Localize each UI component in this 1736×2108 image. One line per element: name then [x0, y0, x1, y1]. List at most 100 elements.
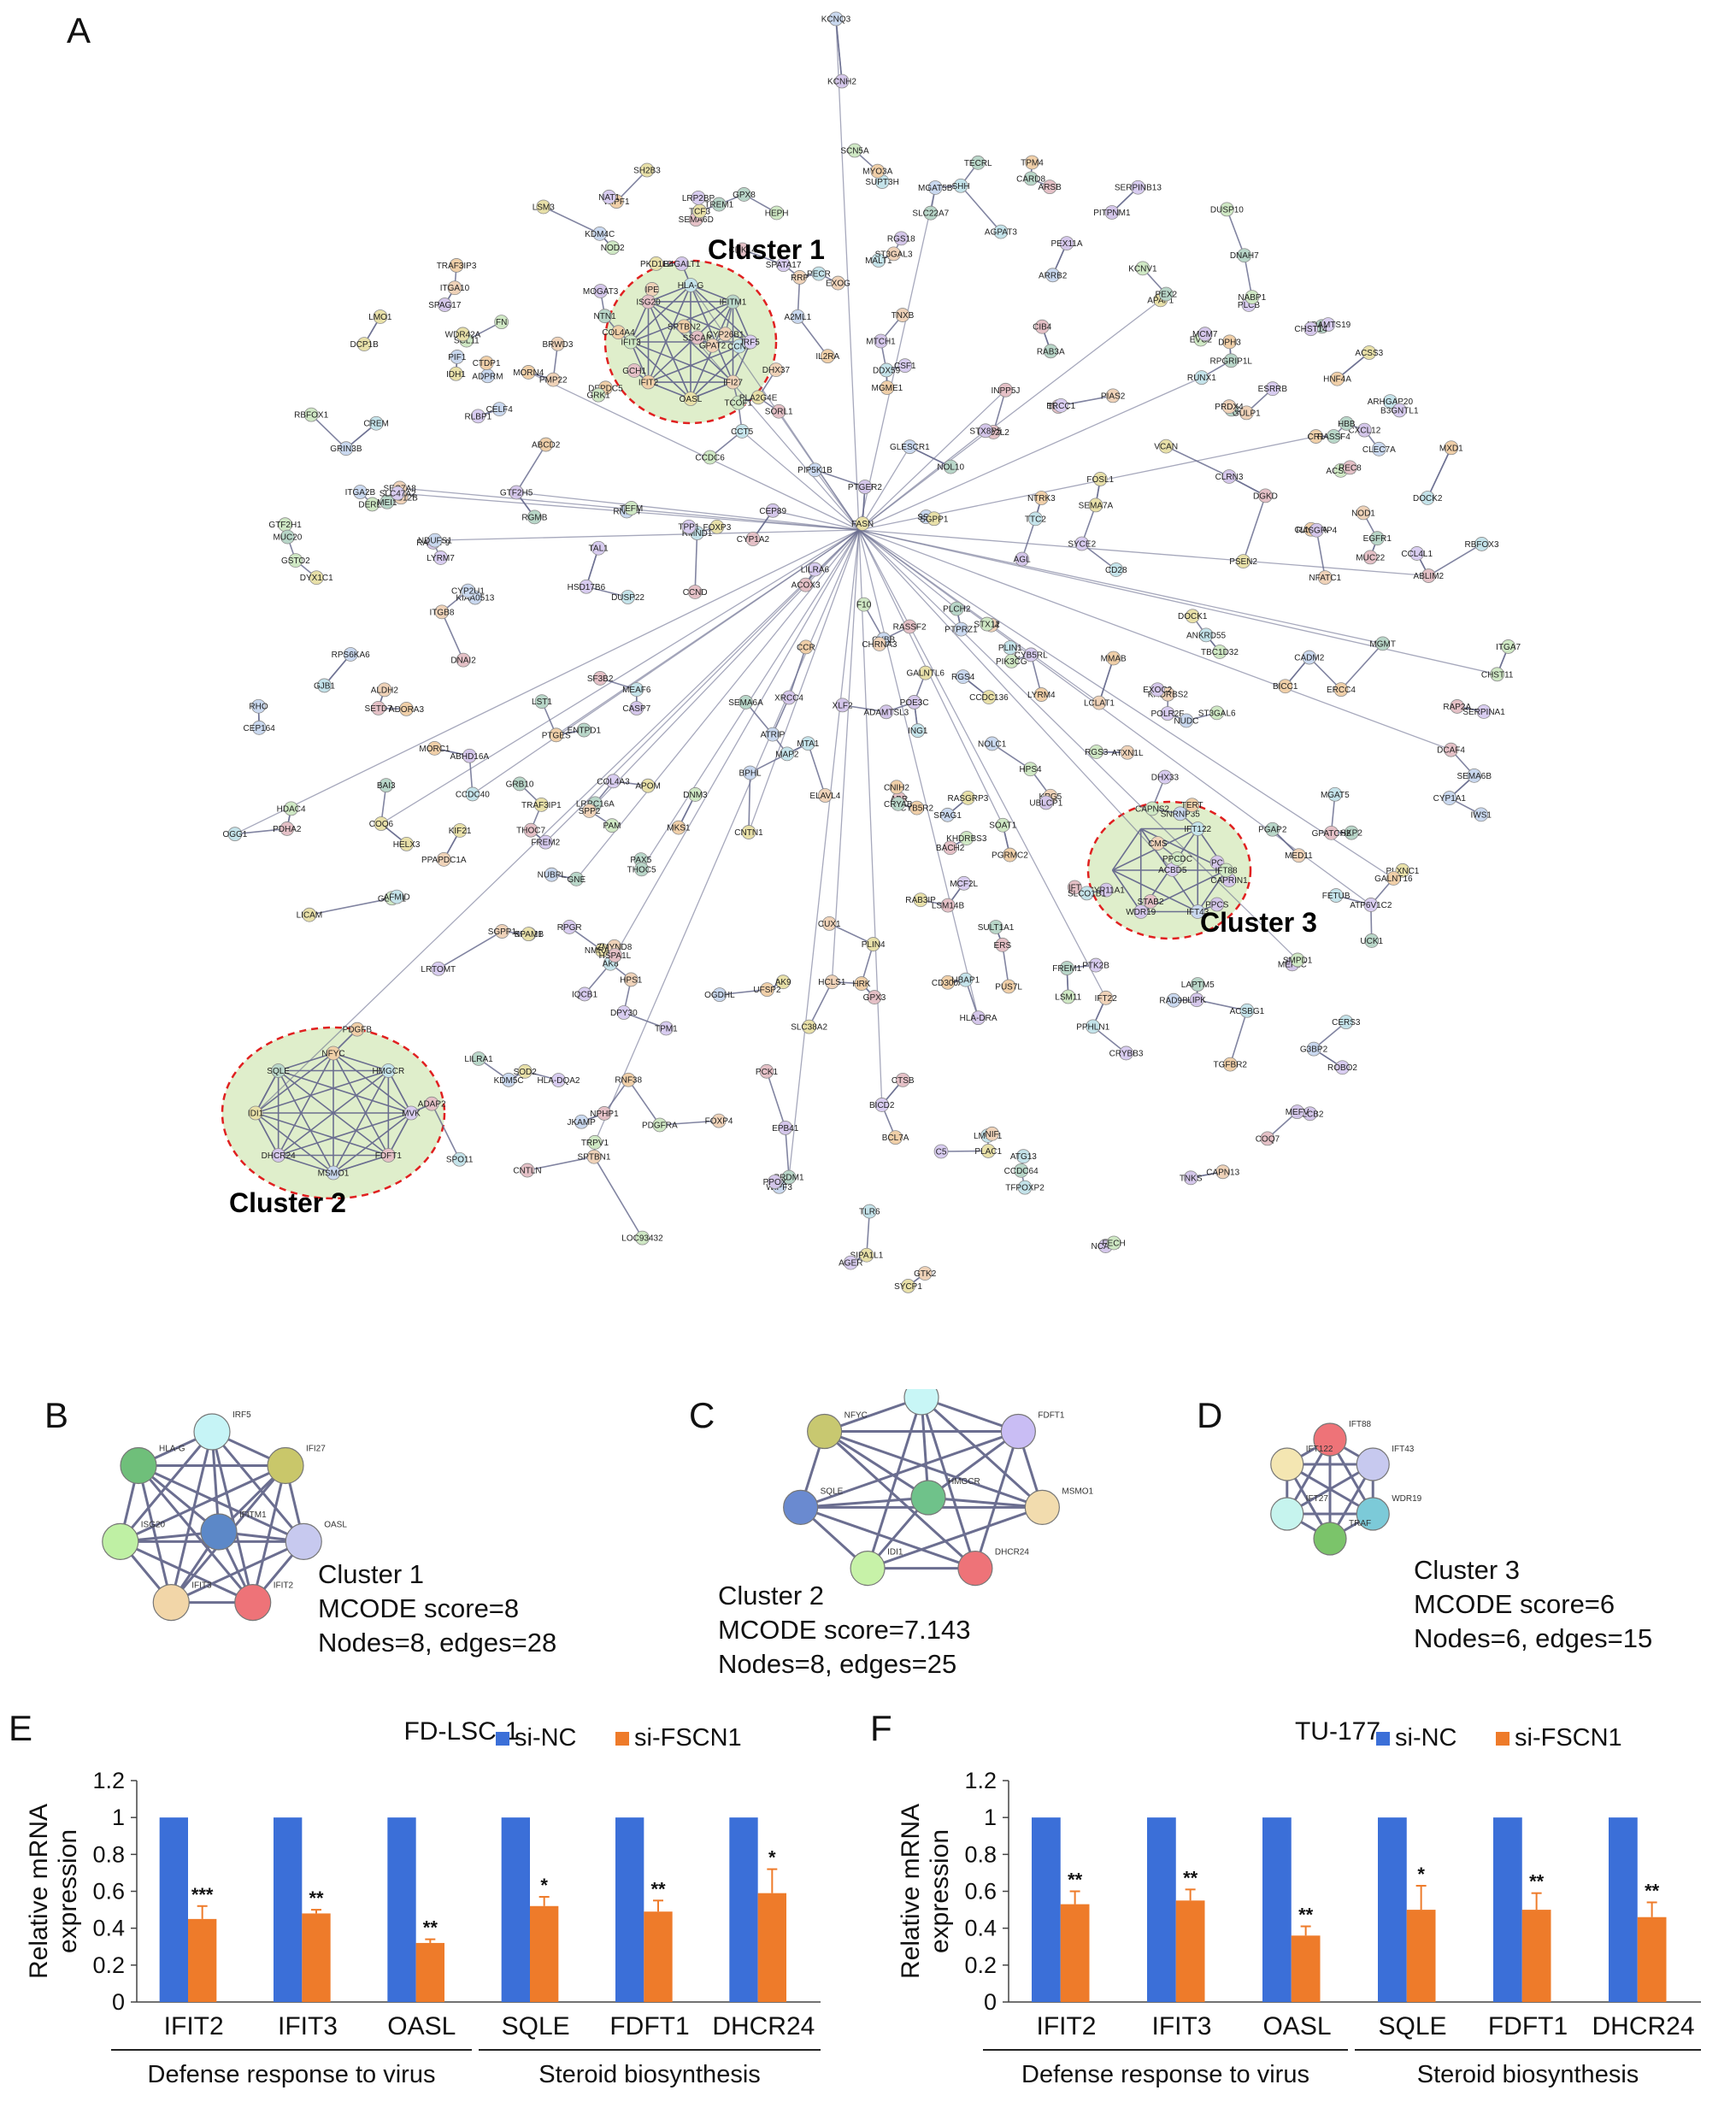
- subnetwork-edge: [120, 1540, 254, 1604]
- node-label: FOXP4: [705, 1117, 733, 1127]
- node-poe3c: POE3C: [900, 695, 929, 710]
- node-label: PRDM1: [774, 1174, 804, 1183]
- significance-mark: *: [540, 1875, 548, 1896]
- node-lsm3: LSM3: [533, 199, 555, 215]
- node-gtf2h1: GTF2H1: [268, 517, 302, 533]
- node-label: MGAT5B: [918, 184, 953, 193]
- node-muc20: MUC20: [273, 529, 303, 545]
- x-tick-label-ifit2: IFIT2: [164, 2012, 224, 2040]
- node-coq7: COQ7: [1256, 1131, 1280, 1146]
- y-tick-label: 0.2: [964, 1952, 997, 1978]
- node-pdha2: PDHA2: [273, 821, 302, 836]
- node-label: PPCS: [1205, 901, 1229, 910]
- node-circle: [1303, 321, 1318, 337]
- node-circle: [1450, 699, 1465, 714]
- x-tick-label-dhcr24: DHCR24: [1592, 2012, 1694, 2040]
- node-exog: EXOG: [826, 275, 850, 291]
- node-label: SEMA6D: [679, 215, 714, 225]
- node-serpina1: SERPINA1: [1462, 704, 1505, 719]
- node-label: RGMB: [521, 513, 547, 522]
- subnetwork-edge: [927, 1430, 1020, 1499]
- node-wdr19: WDR19: [1126, 904, 1156, 919]
- subnode-nfyc: NFYC: [807, 1411, 868, 1450]
- node-label: OGG1: [222, 830, 247, 839]
- node-label: HRK: [852, 980, 870, 989]
- node-sgpp1: SGPP1: [920, 511, 949, 527]
- node-tnks: TNKS: [1180, 1170, 1203, 1186]
- cluster-edge: [630, 301, 650, 343]
- node-label: CLEC7A: [1362, 445, 1396, 455]
- x-tick-label-sqle: SQLE: [502, 2012, 570, 2040]
- node-label: IFT43: [1186, 908, 1209, 917]
- node-label: NPHP1: [590, 1110, 619, 1119]
- node-circle: [862, 1204, 877, 1219]
- node-dnah7: DNAH7: [1230, 248, 1259, 263]
- y-tick-label: 1: [984, 1805, 997, 1830]
- node-label: HNF4A: [1323, 375, 1351, 385]
- node-heph: HEPH: [765, 205, 789, 221]
- node-circle: [1474, 807, 1489, 822]
- node-label: MGME1: [872, 384, 903, 393]
- node-circle: [1105, 388, 1121, 403]
- node-lsm11: LSM11: [1055, 989, 1082, 1004]
- node-dpy30: DPY30: [610, 1005, 638, 1020]
- node-kcnh2: KCNH2: [827, 74, 856, 89]
- node-mks1: MKS1: [667, 820, 691, 835]
- cluster-edge: [647, 301, 734, 383]
- network-edge: [960, 185, 1002, 233]
- node-circle: [874, 333, 888, 349]
- node-label: PTGES: [542, 731, 571, 740]
- subnode-ift43: IFT43: [1356, 1445, 1415, 1481]
- subnode-label: IRF5: [232, 1410, 251, 1420]
- node-circle: [368, 415, 384, 431]
- subnetwork-edge: [800, 1430, 1019, 1509]
- node-circle: [1474, 537, 1489, 551]
- node-circle: [1098, 882, 1114, 898]
- node-cnih2: CNIH2: [884, 780, 909, 795]
- node-nol10: NOL10: [937, 459, 965, 474]
- node-circle: [1023, 647, 1039, 662]
- node-label: RPS6KA6: [332, 651, 370, 660]
- node-label: RPGRIP1L: [1210, 356, 1253, 366]
- node-label: RMND1: [682, 529, 713, 539]
- node-label: AK8: [603, 960, 619, 969]
- cluster-edge: [332, 1070, 390, 1174]
- node-label: MED11: [1285, 851, 1313, 861]
- node-circle: [1342, 460, 1357, 475]
- node-circle: [629, 701, 644, 715]
- node-ppapdc1a: PPAPDC1A: [421, 851, 467, 867]
- node-circle: [743, 765, 757, 780]
- node-label: SH2B3: [633, 167, 661, 176]
- node-lrp2bp: LRP2BP: [682, 190, 715, 205]
- y-tick-label: 0.2: [92, 1952, 125, 1978]
- node-circle: [1059, 236, 1074, 250]
- node-rad9b: RAD9B: [1159, 992, 1188, 1008]
- node-cyp2u1: CYP2U1: [451, 583, 485, 598]
- node-ntn1: NTN1: [594, 309, 616, 324]
- node-label: RGS18: [887, 234, 915, 244]
- node-circle: [1150, 682, 1165, 698]
- node-hdac4: HDAC4: [277, 801, 306, 816]
- node-label: GRB10: [506, 780, 534, 789]
- node-label: APAF1: [1147, 296, 1174, 305]
- node-label: DYX1C1: [300, 574, 333, 583]
- node-label: PPCDC: [1162, 855, 1192, 864]
- node-circle: [953, 178, 968, 193]
- node-circle: [731, 395, 746, 410]
- subnetwork-edge: [251, 1465, 287, 1603]
- node-ppcdc: PPCDC: [1162, 851, 1192, 866]
- node-label: IDH1: [446, 370, 466, 380]
- node-circle: [597, 1106, 612, 1121]
- node-circle: [374, 816, 389, 831]
- node-circle: [1339, 1015, 1354, 1030]
- node-tal1: TAL1: [589, 540, 609, 556]
- node-circle: [735, 242, 750, 257]
- node-circle: [897, 358, 913, 374]
- node-lmo1: LMO1: [368, 309, 392, 324]
- node-med11: MED11: [1285, 848, 1313, 863]
- network-edge: [858, 529, 1394, 880]
- node-brwd3: BRWD3: [543, 336, 574, 351]
- cluster-1-counts: Nodes=8, edges=28: [318, 1628, 556, 1658]
- node-label: UBAP1: [951, 976, 980, 986]
